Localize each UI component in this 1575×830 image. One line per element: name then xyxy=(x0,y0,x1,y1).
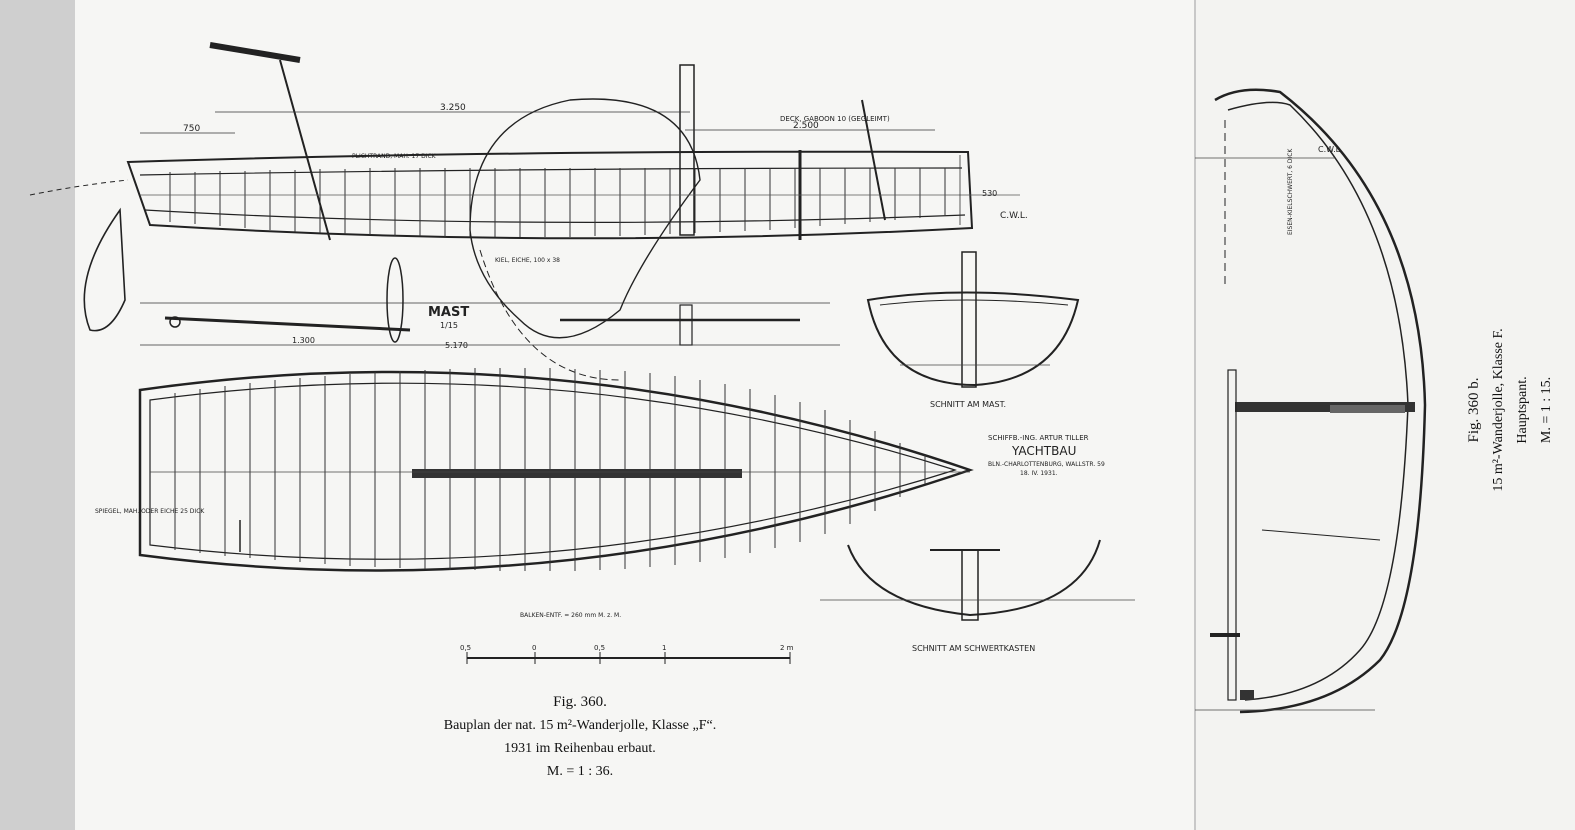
plichtrand-label: PLICHTRAND, MAH. 17 DICK xyxy=(352,153,437,160)
caption-line-3: M. = 1 : 36. xyxy=(547,764,613,779)
caption-line-1: Bauplan der nat. 15 m²-Wanderjolle, Klas… xyxy=(444,718,717,733)
plan-view xyxy=(138,368,974,664)
designer-line-4: 18. IV. 1931. xyxy=(1020,470,1058,477)
schnitt-mast-label: SCHNITT AM MAST. xyxy=(930,400,1006,409)
section-at-centreboard xyxy=(820,539,1135,621)
mast-label: MAST xyxy=(428,305,469,320)
mast-scale-label: 1/15 xyxy=(440,321,458,330)
dim-1300: 1.300 xyxy=(292,336,315,345)
mast-drawing xyxy=(140,257,840,346)
left-page xyxy=(75,0,1195,830)
caption-line-2: 1931 im Reihenbau erbaut. xyxy=(504,741,656,756)
cwl-label: C.W.L. xyxy=(1000,211,1028,221)
left-margin xyxy=(0,0,75,830)
side-caption-line-3: M. = 1 : 15. xyxy=(1539,377,1554,443)
dim-530: 530 xyxy=(982,189,997,198)
side-profile xyxy=(29,42,1020,381)
side-caption-fig: Fig. 360 b. xyxy=(1466,377,1482,442)
side-caption-line-2: Hauptspant. xyxy=(1515,376,1530,443)
spiegel-label: SPIEGEL, MAH. ODER EICHE 25 DICK xyxy=(95,508,205,515)
caption-fig: Fig. 360. xyxy=(553,694,607,710)
designer-line-2: YACHTBAU xyxy=(1011,444,1076,458)
side-caption-line-1: 15 m²-Wanderjolle, Klasse F. xyxy=(1491,328,1506,491)
designer-line-3: BLN.-CHARLOTTENBURG, WALLSTR. 59 xyxy=(988,461,1105,468)
scale-tick-2m: 2 m xyxy=(780,644,794,652)
side-caption: Fig. 360 b. 15 m²-Wanderjolle, Klasse F.… xyxy=(1466,328,1554,491)
scale-tick-1: 1 xyxy=(662,644,666,652)
schnitt-schwert-label: SCHNITT AM SCHWERTKASTEN xyxy=(912,644,1035,653)
dim-2500: 2.500 xyxy=(793,121,819,131)
balken-label: BALKEN-ENTF. = 260 mm M. z. M. xyxy=(520,612,621,619)
dim-3250: 3.250 xyxy=(440,103,466,113)
dim-5170: 5.170 xyxy=(445,341,468,350)
right-page xyxy=(1195,0,1575,830)
midship-section xyxy=(1195,88,1427,714)
designer-line-1: SCHIFFB.-ING. ARTUR TILLER xyxy=(988,434,1089,442)
kiel-label: KIEL, EICHE, 100 x 38 xyxy=(495,257,560,264)
scale-tick-05: 0,5 xyxy=(594,644,605,652)
scale-tick-left: 0,5 xyxy=(460,644,471,652)
scale-tick-0: 0 xyxy=(532,644,536,652)
dim-750: 750 xyxy=(183,124,200,134)
eisenkiel-label: EISEN-KIELSCHWERT, 6 DICK xyxy=(1287,148,1294,235)
cwl-label-2: C.W.L. xyxy=(1318,145,1343,154)
deck-label: DECK, GABOON 10 (GEGLEIMT) xyxy=(780,115,890,123)
section-at-mast xyxy=(866,251,1080,388)
